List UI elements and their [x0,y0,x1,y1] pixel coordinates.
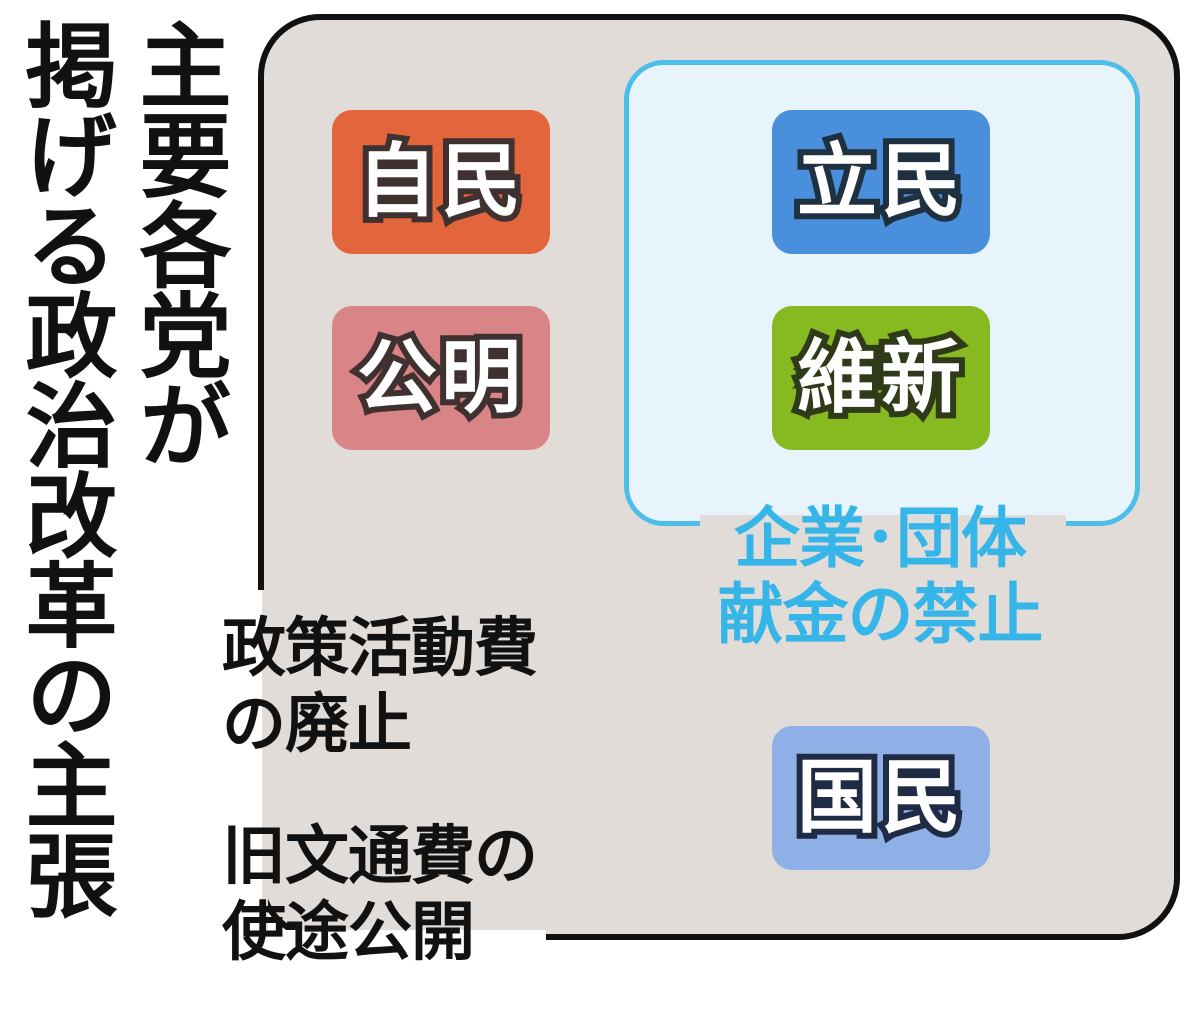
donation-ban-group-gap [700,515,1066,535]
panel-border-gap-bottom [254,930,546,946]
bunsuhi-disclosure-line2: 使途公開 [222,896,475,970]
party-badge-komei: 公明 [332,306,550,450]
policy-activity-fee-line2: の廃止 [222,688,412,762]
policy-activity-fee-line1: 政策活動費 [222,612,538,686]
party-badge-kokumin: 国民 [772,726,990,870]
title-line-2: 掲げる政治改革の主張 [10,18,117,918]
donation-ban-label-line2: 献金の禁止 [717,576,1044,653]
party-badge-jimin: 自民 [332,110,550,254]
donation-ban-label-line1: 企業･団体 [734,500,1027,577]
panel-border-gap-fill [262,590,268,934]
diagram-panel-border [258,14,1180,940]
title-line-1: 主要各党が [124,18,231,468]
party-badge-rikken: 立民 [772,110,990,254]
bunsuhi-disclosure-line1: 旧文通費の [222,820,538,894]
party-badge-ishin: 維新 [772,306,990,450]
